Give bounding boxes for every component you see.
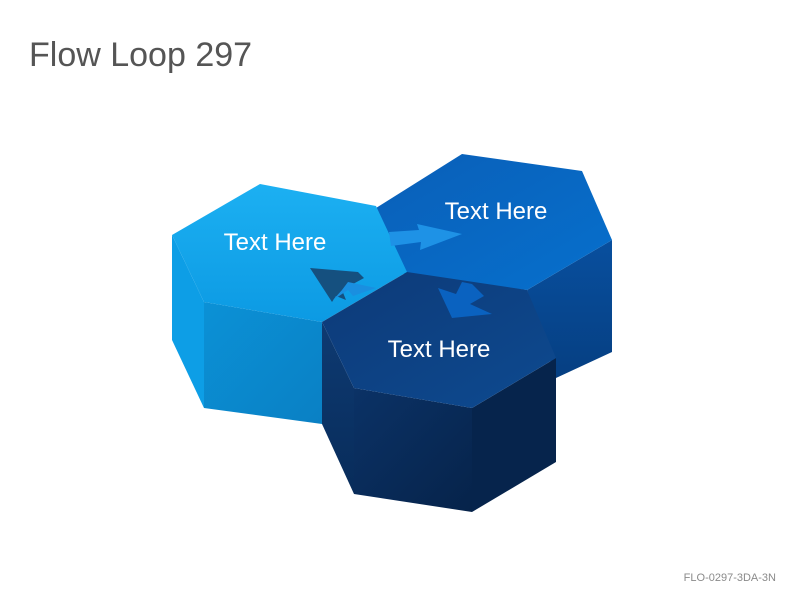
- hexagon-3-front-face: [354, 388, 472, 512]
- hexagon-3-top-face: [322, 272, 556, 408]
- hexagon-2-label: Text Here: [445, 198, 548, 225]
- hexagon-3-left-face: [322, 322, 354, 494]
- hexagon-2-top-face: [376, 154, 612, 290]
- hexagon-3: [322, 272, 556, 512]
- arrow-up-left-bright: [333, 282, 376, 300]
- arrow-down: [438, 282, 492, 318]
- hexagon-3-label: Text Here: [388, 336, 491, 363]
- hexagon-3-right-face: [472, 358, 556, 512]
- arrow-right: [389, 224, 462, 250]
- hexagon-1-front-face: [204, 302, 322, 424]
- hexagon-1-label: Text Here: [224, 229, 327, 256]
- slide-code: FLO-0297-3DA-3N: [683, 572, 776, 584]
- arrow-up-left: [310, 268, 364, 302]
- hexagon-1-left-face: [172, 235, 204, 408]
- slide-title: Flow Loop 297: [29, 36, 253, 74]
